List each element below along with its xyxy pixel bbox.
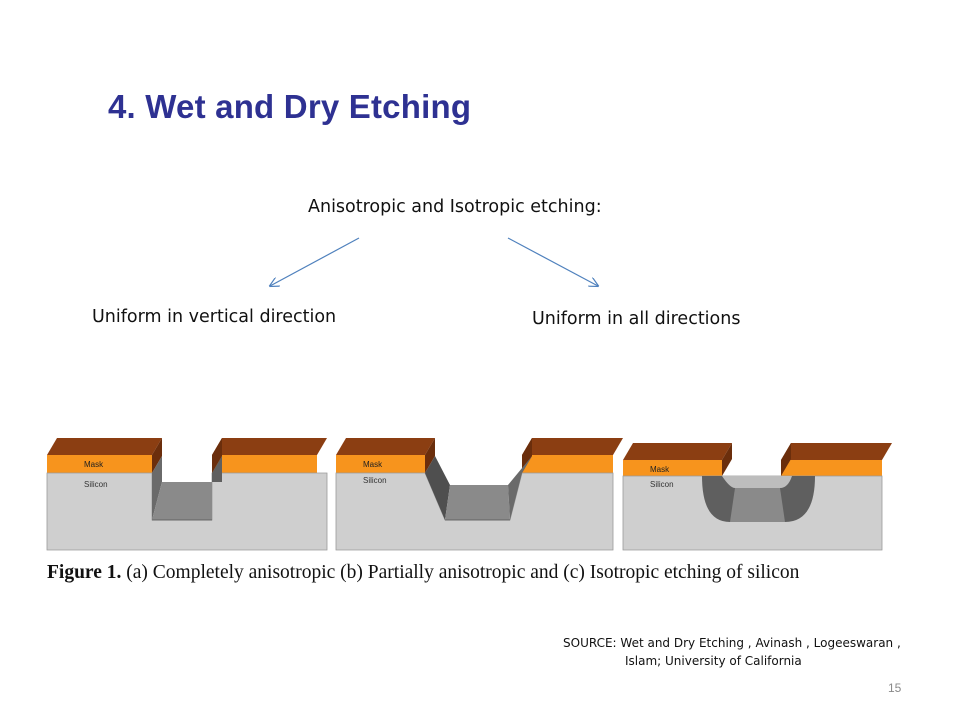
subtitle: Anisotropic and Isotropic etching: [308,197,602,217]
arrow-to-anisotropic [270,237,360,286]
figure-caption: Figure 1. (a) Completely anisotropic (b)… [47,562,799,584]
figure-caption-label: Figure 1. [47,562,122,583]
panel-c-silicon-label: Silicon [650,480,674,489]
arrow-to-isotropic [507,237,598,286]
panel-c-isotropic: Mask Silicon [622,443,892,551]
source-line-1: SOURCE: Wet and Dry Etching , Avinash , … [563,636,901,650]
panel-b-silicon-label: Silicon [363,476,387,485]
panel-a-mask-label: Mask [84,460,104,469]
etching-figure: Mask Silicon Mask Silicon Mask Silicon [46,438,892,551]
panel-c-mask-label: Mask [650,465,670,474]
figure-caption-text: (a) Completely anisotropic (b) Partially… [121,562,800,583]
source-citation: SOURCE: Wet and Dry Etching , Avinash , … [563,634,901,670]
source-line-2: Islam; University of California [625,654,802,668]
panel-b-partially-anisotropic: Mask Silicon [335,438,623,551]
panel-a-silicon-label: Silicon [84,480,108,489]
slide-title: 4. Wet and Dry Etching [108,88,472,125]
anisotropic-label: Uniform in vertical direction [92,307,337,327]
panel-b-mask-label: Mask [363,460,383,469]
page-number: 15 [888,681,902,695]
isotropic-label: Uniform in all directions [532,309,741,329]
panel-a-anisotropic: Mask Silicon [46,438,328,551]
